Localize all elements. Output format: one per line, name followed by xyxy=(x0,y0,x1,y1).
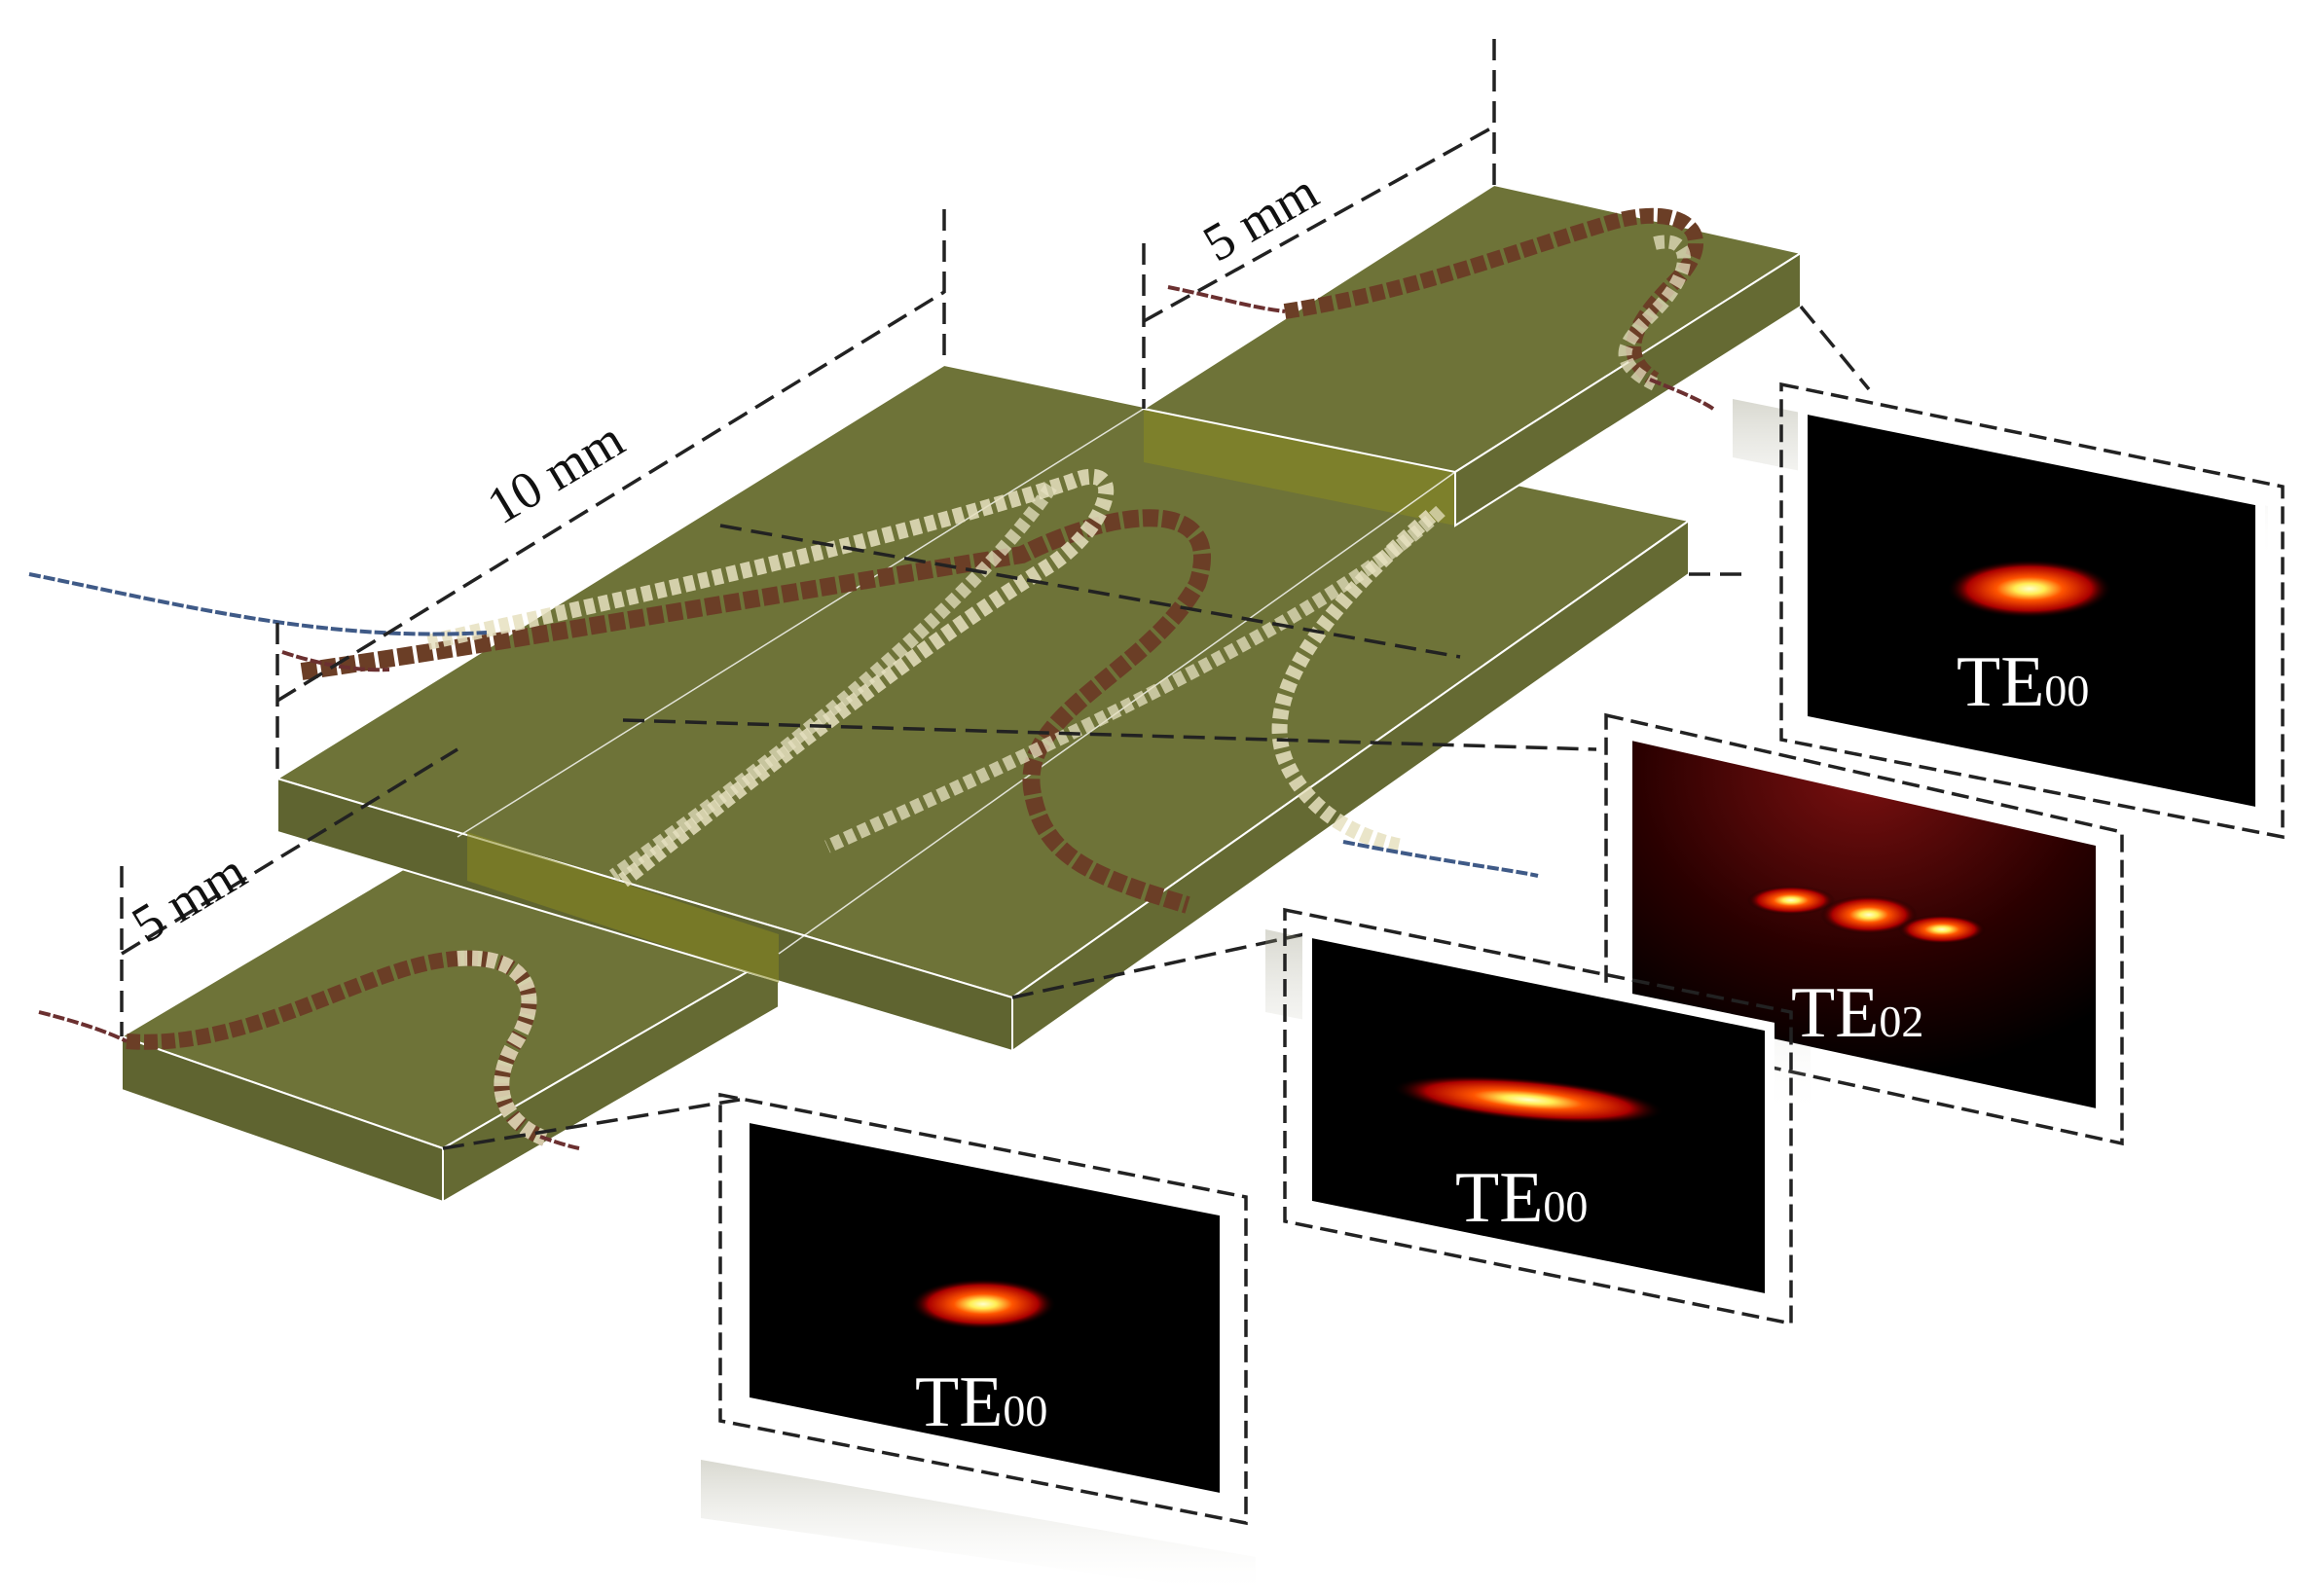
fiber-blue-right xyxy=(1342,840,1539,878)
mode-spot xyxy=(1820,895,1918,934)
mode-panel-bottom: TE00 xyxy=(701,1092,1256,1596)
grid-line xyxy=(457,408,1145,838)
fiber-red-top-out xyxy=(1649,378,1715,411)
mode-spot xyxy=(1392,1074,1665,1125)
dimension-lines xyxy=(120,39,1871,1150)
middle-slab xyxy=(274,363,1692,1053)
waveguide-top-right-light xyxy=(1618,235,1691,391)
mode-spot xyxy=(1898,915,1986,944)
mode-spot xyxy=(910,1279,1056,1329)
mode-spot xyxy=(1747,886,1835,915)
fiber-red-bottom-out xyxy=(539,1135,580,1150)
projection-line xyxy=(1799,305,1871,391)
overlap-zone-right xyxy=(1144,409,1455,526)
mode-panel-top-right: TE00 xyxy=(1733,381,2285,840)
projection-line xyxy=(442,1098,741,1150)
mode-spot xyxy=(1947,560,2112,618)
mode-label-bottom: TE00 xyxy=(915,1362,1047,1442)
waveguides xyxy=(126,207,1703,1146)
mode-panel-middle: TE00 xyxy=(1265,907,1811,1326)
waveguide-top-right-dark xyxy=(1283,207,1703,386)
fiber-blue-left xyxy=(28,572,488,636)
projection-line xyxy=(719,524,1461,659)
fiber-red-bottom-left xyxy=(38,1010,128,1043)
waveguide-bottom-left-light xyxy=(457,950,549,1146)
projection-line xyxy=(622,718,1597,751)
fiber-red-top-left xyxy=(1167,285,1286,313)
overlap-zone-left xyxy=(467,832,779,983)
dim-line xyxy=(276,290,945,703)
waveguide-middle-light-2 xyxy=(608,483,1057,882)
waveguide-middle-light-1 xyxy=(426,468,1115,888)
dim-label-bottom-left: 5 mm xyxy=(122,842,256,955)
bottom-left-slab-side xyxy=(442,952,780,1204)
mode-label-top-right: TE00 xyxy=(1957,642,2089,722)
mode-label-middle: TE00 xyxy=(1455,1158,1588,1238)
fibers xyxy=(28,285,1715,1150)
projection-line xyxy=(1011,932,1305,999)
mode-label-te02: TE02 xyxy=(1791,973,1923,1053)
dim-label-middle: 10 mm xyxy=(477,410,634,535)
dim-line xyxy=(1143,125,1495,323)
waveguide-middle-dark xyxy=(300,509,1211,914)
dim-line xyxy=(121,747,458,956)
